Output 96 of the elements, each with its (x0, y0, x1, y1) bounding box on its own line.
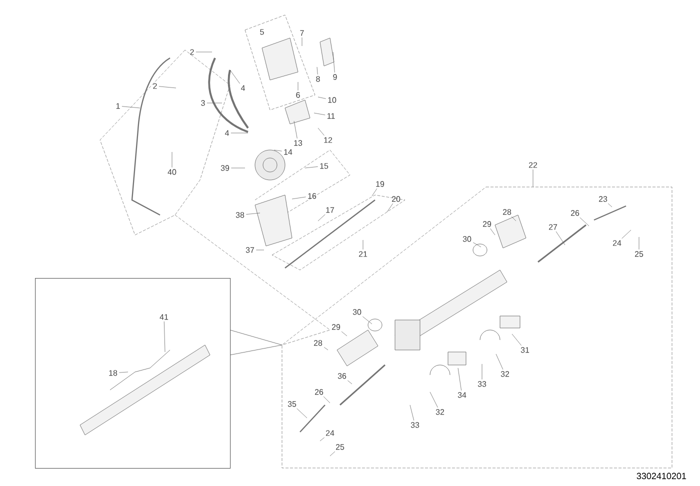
callout-number: 33 (410, 422, 420, 428)
callout-number: 17 (326, 207, 334, 213)
callout-number: 34 (458, 392, 466, 398)
leader-line (323, 396, 330, 404)
callout-number: 31 (520, 347, 530, 353)
callout-number: 35 (288, 401, 296, 407)
callout-number: 40 (168, 169, 176, 175)
leader-line (206, 102, 222, 104)
leader-line (318, 214, 326, 222)
leader-line (118, 372, 128, 373)
leader-line (347, 380, 352, 384)
callout-number: 24 (612, 240, 622, 246)
callout-number: 28 (502, 209, 512, 215)
leader-line (230, 132, 248, 134)
leader-line (324, 347, 328, 350)
leader-line (341, 331, 348, 336)
callout-number: 4 (224, 130, 229, 136)
callout-number: 3 (201, 100, 205, 106)
leader-line (230, 70, 240, 84)
callout-number: 37 (246, 247, 254, 253)
leader-line (158, 86, 176, 88)
drawing-number: 3302410201 (636, 472, 686, 480)
callout-number: 12 (324, 137, 332, 143)
callout-number: 1 (116, 103, 120, 109)
leader-line (294, 120, 298, 139)
leader-line (362, 316, 372, 324)
callout-number: 4 (240, 85, 245, 91)
leader-line (496, 354, 504, 370)
callout-number: 32 (436, 409, 444, 415)
callout-number: 29 (482, 221, 492, 227)
callout-number: 2 (190, 49, 194, 55)
callout-number: 14 (284, 149, 292, 155)
leader-line (304, 166, 318, 168)
callout-number: 2 (153, 83, 157, 89)
leader-line (320, 437, 325, 442)
callout-number: 41 (160, 314, 168, 320)
callout-number: 23 (598, 196, 608, 202)
callout-number: 26 (314, 389, 324, 395)
leader-line (314, 112, 326, 116)
callout-number: 28 (314, 340, 322, 346)
leader-line (512, 334, 522, 346)
leader-line (372, 188, 378, 196)
leader-line (274, 150, 282, 152)
leader-line (410, 404, 414, 421)
callout-number: 38 (236, 212, 244, 218)
leader-line (532, 169, 534, 188)
callout-number: 25 (336, 444, 344, 450)
callout-number: 36 (338, 373, 346, 379)
callout-number: 24 (326, 430, 334, 436)
callout-number: 9 (333, 74, 337, 80)
callout-number: 10 (328, 97, 336, 103)
leader-line (638, 236, 640, 250)
callout-number: 5 (260, 29, 264, 35)
callout-number: 20 (392, 196, 400, 202)
callout-number: 6 (296, 92, 300, 98)
leader-line (296, 408, 308, 418)
detail-box (35, 278, 231, 469)
callout-number: 13 (294, 140, 302, 146)
callout-number: 19 (376, 181, 384, 187)
leader-line (511, 216, 516, 222)
leader-line (622, 230, 632, 239)
callout-number: 30 (352, 309, 362, 315)
callout-number: 32 (500, 371, 510, 377)
leader-line (608, 203, 612, 208)
leader-line (292, 196, 306, 200)
leader-line (318, 96, 326, 99)
callout-number: 26 (570, 210, 580, 216)
callout-number: 22 (528, 162, 538, 168)
leader-line (246, 212, 260, 215)
callout-number: 21 (358, 251, 368, 257)
leader-line (122, 106, 140, 108)
callout-number: 33 (478, 381, 486, 387)
leader-line (164, 321, 166, 352)
callout-number: 8 (316, 76, 320, 82)
leader-line (362, 240, 364, 250)
leader-line (316, 66, 318, 75)
leader-line (430, 392, 438, 408)
callout-number: 25 (634, 251, 644, 257)
callout-number: 18 (109, 370, 118, 376)
leader-line (556, 231, 566, 246)
callout-number: 30 (462, 236, 472, 242)
leader-line (580, 217, 590, 226)
leader-line (318, 128, 324, 136)
callout-number: 15 (320, 163, 328, 169)
callout-number: 39 (220, 165, 230, 171)
callout-number: 7 (300, 30, 304, 36)
leader-line (458, 368, 462, 391)
leader-line (472, 242, 482, 248)
callout-number: 11 (327, 113, 335, 119)
leader-line (332, 52, 335, 73)
leader-line (490, 228, 496, 236)
leader-line (386, 203, 394, 212)
callout-number: 16 (308, 193, 316, 199)
leader-line (330, 451, 336, 456)
callout-number: 27 (548, 224, 558, 230)
callout-number: 29 (332, 324, 340, 330)
